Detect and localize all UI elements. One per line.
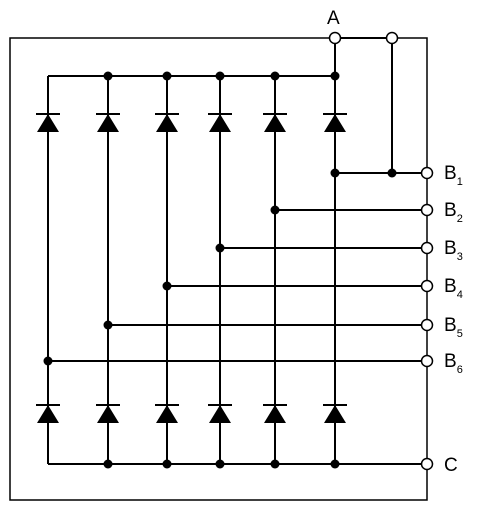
junction-top-3 bbox=[162, 71, 172, 81]
label-b4: B4 bbox=[444, 276, 463, 301]
output-labels: B1 B2 B3 B4 B5 B6 bbox=[444, 163, 463, 376]
junction-b1-jumper bbox=[387, 168, 397, 178]
diode-upper-4 bbox=[208, 113, 232, 132]
terminal-b4 bbox=[420, 279, 434, 293]
junction-b5 bbox=[103, 320, 113, 330]
label-b1: B1 bbox=[444, 163, 463, 188]
junction-b2 bbox=[270, 205, 280, 215]
junction-b6 bbox=[43, 356, 53, 366]
column-wires bbox=[47, 76, 336, 464]
junction-bottom-4 bbox=[215, 459, 225, 469]
junction-bottom-3 bbox=[162, 459, 172, 469]
junction-bottom-2 bbox=[103, 459, 113, 469]
diode-upper-2 bbox=[96, 113, 120, 132]
terminal-b5 bbox=[420, 318, 434, 332]
label-a: A bbox=[327, 8, 340, 29]
diode-upper-6 bbox=[323, 113, 347, 132]
diode-upper-1 bbox=[36, 113, 60, 132]
terminal-top-right bbox=[385, 31, 399, 45]
diode-lower-5 bbox=[263, 404, 287, 423]
terminals bbox=[328, 31, 434, 471]
terminal-b1 bbox=[420, 166, 434, 180]
diode-lower-3 bbox=[155, 404, 179, 423]
diode-upper-5 bbox=[263, 113, 287, 132]
junction-b3 bbox=[215, 243, 225, 253]
junction-b1-column bbox=[330, 168, 340, 178]
diode-lower-6 bbox=[323, 404, 347, 423]
junction-bottom-5 bbox=[270, 459, 280, 469]
terminal-b3 bbox=[420, 241, 434, 255]
junction-b4 bbox=[162, 281, 172, 291]
outer-frame bbox=[9, 37, 428, 501]
diode-upper-3 bbox=[155, 113, 179, 132]
terminal-b6 bbox=[420, 354, 434, 368]
diode-lower-1 bbox=[36, 404, 60, 423]
terminal-b2 bbox=[420, 203, 434, 217]
junction-top-2 bbox=[103, 71, 113, 81]
terminal-a bbox=[328, 31, 342, 45]
junction-dots bbox=[43, 71, 397, 469]
diode-lower-4 bbox=[208, 404, 232, 423]
label-c: C bbox=[444, 455, 458, 476]
label-b6: B6 bbox=[444, 351, 463, 376]
junction-top-6 bbox=[330, 71, 340, 81]
junction-bottom-6 bbox=[330, 459, 340, 469]
diode-lower-2 bbox=[96, 404, 120, 423]
label-b2: B2 bbox=[444, 200, 463, 225]
label-b3: B3 bbox=[444, 238, 463, 263]
junction-top-4 bbox=[215, 71, 225, 81]
junction-top-5 bbox=[270, 71, 280, 81]
output-taps bbox=[48, 172, 421, 362]
terminal-c bbox=[420, 457, 434, 471]
lower-diodes bbox=[36, 404, 347, 423]
upper-diodes bbox=[36, 113, 347, 132]
label-b5: B5 bbox=[444, 315, 463, 340]
